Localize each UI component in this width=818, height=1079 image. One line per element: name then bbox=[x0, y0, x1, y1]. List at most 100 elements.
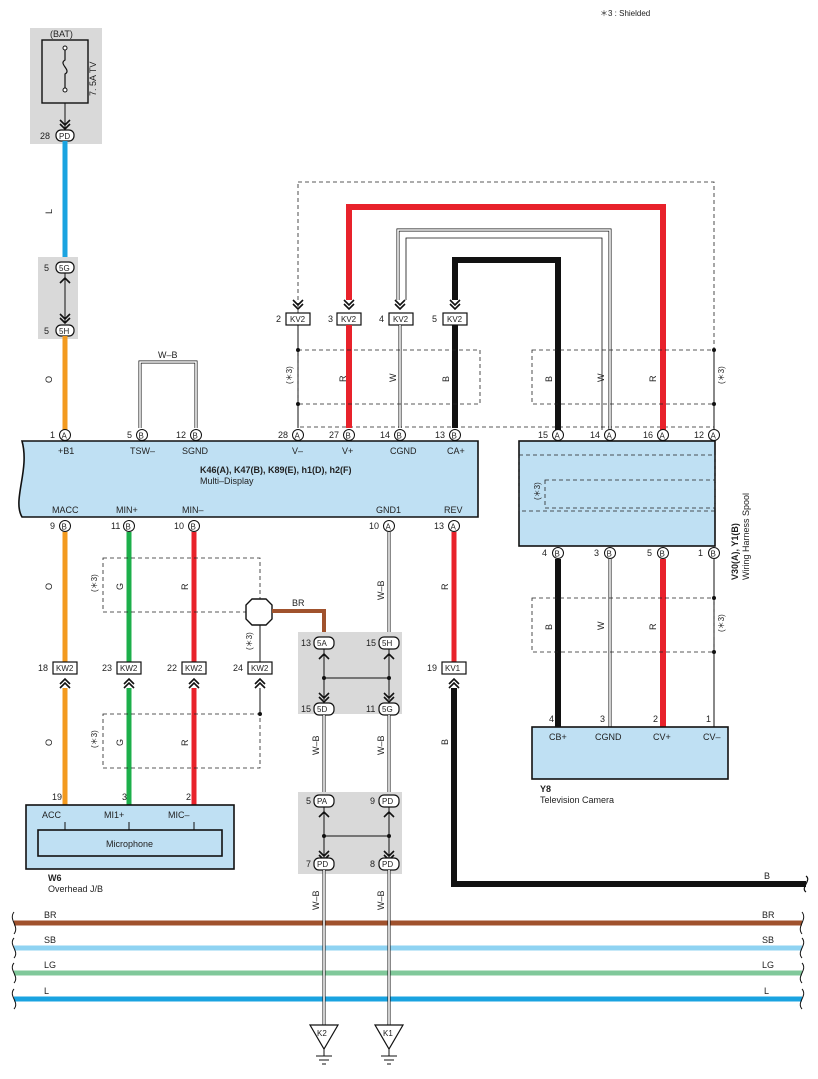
svg-text:14: 14 bbox=[380, 430, 390, 440]
camera-id: Y8 bbox=[540, 784, 551, 794]
svg-text:O: O bbox=[44, 376, 54, 383]
svg-text:5: 5 bbox=[306, 796, 311, 806]
svg-text:KV2: KV2 bbox=[341, 315, 357, 324]
connector-kw2-18: 18 KW2 bbox=[38, 661, 78, 675]
svg-text:3: 3 bbox=[328, 314, 333, 324]
svg-text:B: B bbox=[62, 523, 67, 532]
svg-text:MACC: MACC bbox=[52, 505, 79, 515]
svg-text:KW2: KW2 bbox=[56, 664, 74, 673]
connector-kw2-23: 23 KW2 bbox=[102, 661, 142, 675]
svg-text:24: 24 bbox=[233, 663, 243, 673]
svg-text:R: R bbox=[440, 583, 450, 590]
svg-text:15: 15 bbox=[301, 704, 311, 714]
svg-text:1: 1 bbox=[698, 548, 703, 558]
svg-text:+B1: +B1 bbox=[58, 446, 74, 456]
svg-text:KV2: KV2 bbox=[290, 315, 306, 324]
svg-text:R: R bbox=[338, 375, 348, 382]
svg-text:(＊3): (＊3) bbox=[533, 482, 542, 500]
shield-legend: ＊3 : Shielded bbox=[600, 9, 650, 18]
svg-text:A: A bbox=[660, 432, 666, 441]
fuse-icon bbox=[62, 48, 68, 90]
svg-text:SGND: SGND bbox=[182, 446, 209, 456]
svg-text:4: 4 bbox=[379, 314, 384, 324]
svg-text:MIN–: MIN– bbox=[182, 505, 204, 515]
wire-b-rev bbox=[451, 688, 806, 887]
microphone-box bbox=[37, 829, 223, 857]
svg-text:1: 1 bbox=[706, 714, 711, 724]
connector-kw2-24: 24 KW2 bbox=[233, 661, 273, 675]
multi-display-box bbox=[18, 440, 479, 518]
wire-b-caplus bbox=[452, 257, 561, 430]
connector-kv1-19: 19 KV1 bbox=[427, 661, 467, 675]
ground-k1-icon: K1 bbox=[373, 1024, 405, 1065]
svg-text:W–B: W–B bbox=[376, 580, 386, 600]
svg-text:CGND: CGND bbox=[390, 446, 417, 456]
svg-text:5D: 5D bbox=[317, 705, 327, 714]
svg-text:B: B bbox=[126, 523, 131, 532]
svg-text:W–B: W–B bbox=[376, 890, 386, 910]
svg-text:LG: LG bbox=[44, 960, 56, 970]
svg-text:B: B bbox=[139, 432, 144, 441]
svg-text:5: 5 bbox=[432, 314, 437, 324]
wiring-harness-spool-box bbox=[518, 440, 716, 547]
svg-text:B: B bbox=[607, 550, 612, 559]
wire-w-cgnd bbox=[397, 229, 611, 430]
svg-text:PD: PD bbox=[382, 860, 393, 869]
fuse-rating: 7. 5A TV bbox=[88, 62, 98, 96]
svg-text:(＊3): (＊3) bbox=[717, 614, 726, 632]
svg-text:1: 1 bbox=[50, 430, 55, 440]
svg-text:A: A bbox=[711, 432, 717, 441]
connector-kv2-3: 3 KV2 bbox=[328, 312, 362, 326]
svg-text:B: B bbox=[191, 523, 196, 532]
svg-text:KW2: KW2 bbox=[120, 664, 138, 673]
bus-lines bbox=[11, 911, 805, 1010]
svg-text:3: 3 bbox=[122, 792, 127, 802]
svg-text:SB: SB bbox=[44, 935, 56, 945]
battery-label: (BAT) bbox=[50, 29, 73, 39]
svg-text:A: A bbox=[555, 432, 561, 441]
ground-k2-icon: K2 bbox=[308, 1024, 340, 1065]
multi-display-id: K46(A), K47(B), K89(E), h1(D), h2(F) bbox=[200, 465, 352, 475]
svg-text:GND1: GND1 bbox=[376, 505, 401, 515]
svg-text:R: R bbox=[648, 623, 658, 630]
connector-kv2-2: 2 KV2 bbox=[276, 312, 311, 326]
svg-text:2: 2 bbox=[653, 714, 658, 724]
svg-text:(＊3): (＊3) bbox=[90, 730, 99, 748]
svg-text:W–B: W–B bbox=[311, 890, 321, 910]
svg-text:R: R bbox=[648, 375, 658, 382]
svg-text:23: 23 bbox=[102, 663, 112, 673]
svg-text:28: 28 bbox=[278, 430, 288, 440]
svg-text:B: B bbox=[441, 376, 451, 382]
svg-text:5G: 5G bbox=[59, 264, 70, 273]
svg-text:KW2: KW2 bbox=[185, 664, 203, 673]
svg-text:SB: SB bbox=[762, 935, 774, 945]
svg-text:8: 8 bbox=[370, 859, 375, 869]
svg-text:B: B bbox=[544, 376, 554, 382]
svg-text:15: 15 bbox=[538, 430, 548, 440]
svg-text:O: O bbox=[44, 739, 54, 746]
shield-right bbox=[531, 349, 715, 405]
svg-text:L: L bbox=[44, 986, 49, 996]
svg-text:ACC: ACC bbox=[42, 810, 62, 820]
svg-text:A: A bbox=[386, 523, 392, 532]
svg-text:K1: K1 bbox=[383, 1029, 393, 1038]
spool-id: V30(A), Y1(B) bbox=[730, 523, 740, 580]
svg-text:BR: BR bbox=[292, 598, 305, 608]
svg-text:BR: BR bbox=[44, 910, 57, 920]
svg-text:TSW–: TSW– bbox=[130, 446, 155, 456]
svg-text:KV1: KV1 bbox=[445, 664, 461, 673]
svg-text:9: 9 bbox=[50, 521, 55, 531]
svg-text:W: W bbox=[596, 373, 606, 382]
svg-text:B: B bbox=[764, 871, 770, 881]
svg-text:PD: PD bbox=[59, 132, 70, 141]
svg-text:5H: 5H bbox=[382, 639, 392, 648]
svg-text:CV–: CV– bbox=[703, 732, 721, 742]
svg-text:W: W bbox=[388, 373, 398, 382]
svg-text:O: O bbox=[44, 583, 54, 590]
svg-text:K2: K2 bbox=[317, 1029, 327, 1038]
svg-text:CV+: CV+ bbox=[653, 732, 671, 742]
svg-text:CGND: CGND bbox=[595, 732, 622, 742]
